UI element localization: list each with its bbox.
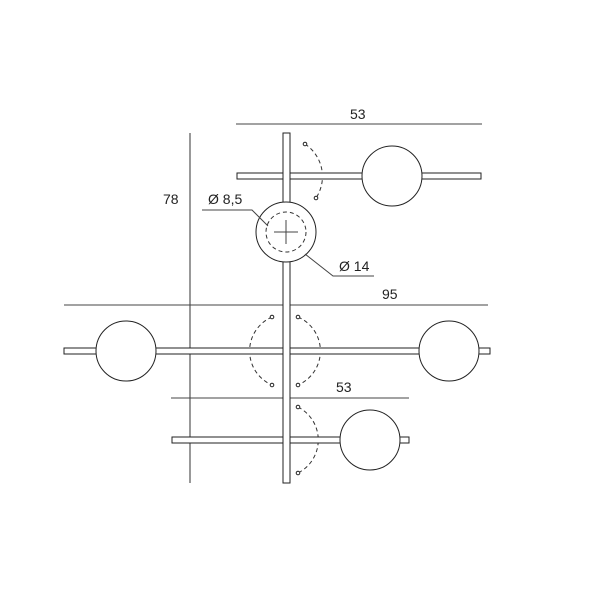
inner-diameter-label: Ø 8,5 bbox=[208, 191, 242, 207]
inner-diameter-leader bbox=[202, 209, 269, 227]
middle-arm bbox=[63, 347, 491, 355]
middle-left-globe bbox=[95, 320, 157, 382]
arc-end-dot bbox=[269, 314, 275, 320]
outer-diameter-label: Ø 14 bbox=[339, 258, 370, 274]
arc-end-dot bbox=[295, 382, 301, 388]
middle-width-label: 95 bbox=[382, 286, 398, 302]
height-label: 78 bbox=[163, 191, 179, 207]
bottom-globe bbox=[339, 409, 401, 471]
top-rotation-arc bbox=[304, 143, 323, 199]
arc-end-dot bbox=[295, 404, 301, 410]
arc-end-dot bbox=[313, 195, 319, 201]
outer-diameter-leader bbox=[304, 253, 374, 277]
top-width-label: 53 bbox=[350, 106, 366, 122]
arc-end-dot bbox=[269, 382, 275, 388]
bottom-width-label: 53 bbox=[336, 379, 352, 395]
canopy-inner-dashed bbox=[265, 211, 307, 253]
arc-end-dot bbox=[295, 314, 301, 320]
top-arm bbox=[236, 172, 482, 180]
vertical-rod bbox=[282, 132, 291, 484]
bottom-rotation-arc bbox=[297, 406, 319, 474]
arc-end-dot bbox=[302, 141, 308, 147]
top-globe bbox=[361, 145, 423, 207]
middle-right-globe bbox=[418, 320, 480, 382]
arc-end-dot bbox=[295, 470, 301, 476]
